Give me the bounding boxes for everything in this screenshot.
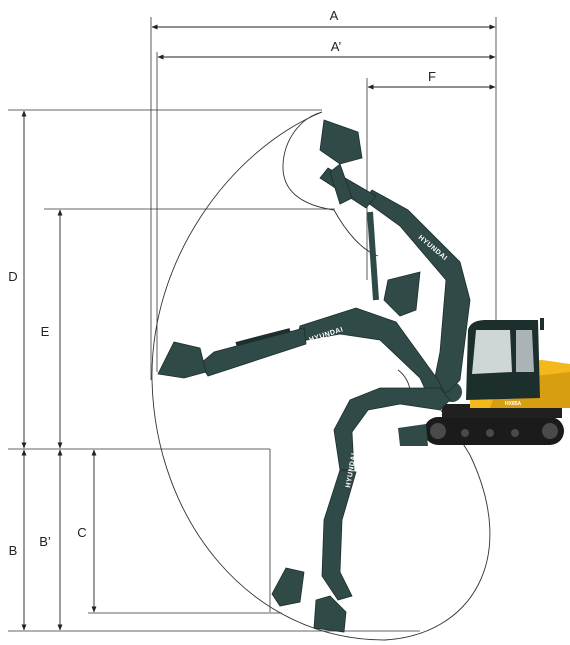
arm-horizontal [199, 327, 307, 377]
excavator-body: HX85A [398, 318, 570, 446]
dimension-labels: A A’ F D E B B’ C [5, 7, 439, 558]
dimension-arrows [21, 24, 496, 631]
brand-lettering: HYUNDAI HYUNDAI HYUNDAI [308, 234, 448, 488]
cab-window [472, 330, 512, 374]
track-frame [424, 417, 564, 445]
bucket-horizontal [157, 341, 207, 379]
label-B: B [9, 543, 18, 558]
arm-lowered [321, 469, 357, 601]
boom-lowered [333, 387, 451, 471]
dozer-blade [398, 424, 428, 446]
label-D: D [8, 269, 17, 284]
label-A-prime: A’ [331, 39, 342, 54]
label-C: C [77, 525, 86, 540]
working-range-envelope [151, 111, 491, 641]
bucket-raised [319, 119, 363, 165]
label-A: A [330, 8, 339, 23]
bucket-alt [271, 567, 305, 607]
dimension-lines [8, 17, 497, 632]
label-F: F [428, 69, 436, 84]
label-E: E [41, 324, 50, 339]
bucket-lowered [313, 595, 347, 633]
bucket-upper [383, 271, 421, 317]
boom-horizontal [295, 307, 447, 401]
label-B-prime: B’ [39, 534, 51, 549]
model-label: HX85A [505, 401, 522, 407]
boom-arm-positions [157, 119, 471, 633]
